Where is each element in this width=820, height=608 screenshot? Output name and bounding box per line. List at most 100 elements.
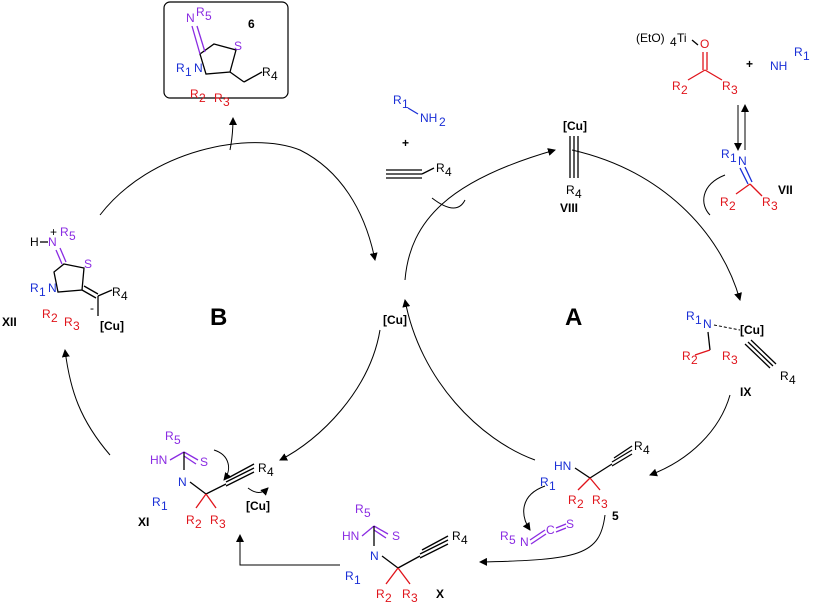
p5-R1-sub: 1	[549, 479, 556, 493]
catalyst-center: [Cu]	[383, 313, 407, 327]
intermediate-XI: R 5 HN S N R 1 R 4 [Cu] R 2 R 3 XI	[138, 429, 274, 531]
IX-R1: R	[686, 309, 695, 323]
ketone-R3: R	[722, 79, 731, 93]
XII-R2-sub: 2	[51, 311, 58, 325]
itc-N: N	[520, 535, 529, 549]
cycle-b-bottom-left-arc	[61, 349, 111, 456]
XI-R5-sub: 5	[174, 433, 181, 447]
cycle-b-bottom-right-arc	[279, 329, 381, 461]
XI-N: N	[178, 475, 187, 489]
reagent-NH2: NH	[420, 111, 437, 125]
X-R2-sub: 2	[385, 591, 392, 605]
p5-N-C-bond	[574, 467, 591, 479]
IX-R3: R	[722, 349, 731, 363]
X-triple-2	[419, 543, 449, 559]
XII-N: N	[48, 235, 57, 249]
XII-H: H	[30, 235, 39, 249]
reagent-alkyne-r4-bond	[421, 167, 435, 175]
X-R1: R	[345, 569, 354, 583]
itc-R5-sub: 5	[509, 533, 516, 547]
XII-R5: R	[60, 225, 69, 239]
itc-C: C	[546, 523, 555, 537]
XII-R1: R	[30, 281, 39, 295]
XII-charge: -	[90, 301, 94, 315]
XII-N1: N	[48, 281, 57, 295]
XII-R4: R	[112, 285, 121, 299]
XI-HN: HN	[150, 453, 167, 467]
cycle-a-label: A	[565, 304, 582, 331]
itc-NC-2	[530, 533, 547, 545]
XI-triple-3	[227, 463, 255, 479]
arrow-X-to-XI	[236, 534, 340, 566]
XI-R4: R	[258, 461, 267, 475]
reagent-plus: +	[402, 136, 409, 150]
XI-HN-C-bond	[169, 451, 185, 461]
product-6-R5: R	[196, 5, 205, 19]
ketone-R2-sub: 2	[681, 83, 688, 97]
XI-cu-arrow	[247, 487, 269, 496]
p5-R3-bond	[589, 477, 601, 491]
p5-label: 5	[612, 509, 619, 523]
XII-imine-2	[59, 247, 67, 263]
product-6-R2: R	[190, 87, 199, 101]
VII-label: VII	[778, 183, 793, 197]
ti-O-bond	[691, 39, 699, 46]
XII-R2: R	[42, 307, 51, 321]
VII-CN-2	[744, 166, 753, 183]
cycle-b-label: B	[210, 304, 227, 331]
reagent-amine-bond	[407, 107, 419, 115]
reagent-R4: R	[436, 161, 445, 175]
X-N: N	[370, 549, 379, 563]
X-R3: R	[402, 587, 411, 601]
p5-R1: R	[540, 475, 549, 489]
product-6-R2-sub: 2	[199, 91, 206, 105]
product-6-R3-sub: 3	[223, 95, 230, 109]
VII-R1: R	[721, 147, 730, 161]
X-HN: HN	[342, 529, 359, 543]
reagent-amine-alkyne: R 1 NH 2 + R 4	[386, 93, 452, 179]
IX-label: IX	[740, 385, 751, 399]
XI-R3-bond	[205, 493, 217, 509]
XII-R5-sub: 5	[69, 229, 76, 243]
p5-R2-bond	[577, 477, 591, 491]
IX-triple-3	[750, 339, 777, 365]
X-R5-sub: 5	[364, 506, 371, 520]
itc-attack-arrow	[522, 485, 546, 531]
XI-triple-1	[225, 467, 255, 483]
XI-S: S	[200, 455, 208, 469]
product-6-R5-sub: 5	[205, 9, 212, 23]
X-CS-1	[373, 525, 389, 535]
VII-CN-1	[739, 167, 749, 185]
IX-R2-bond	[694, 349, 711, 356]
XII-ring	[53, 263, 85, 293]
p5-triple-1	[611, 449, 633, 463]
IX-R4-sub: 4	[789, 373, 796, 387]
product-6-R1: R	[176, 61, 185, 75]
X-triple-1	[419, 539, 449, 555]
product-6-R3: R	[214, 91, 223, 105]
product-6-N1: N	[194, 61, 203, 75]
itc-R5: R	[500, 529, 509, 543]
arrow-to-product-6	[228, 117, 237, 151]
p5-R3-sub: 3	[601, 497, 608, 511]
XI-N-C-bond	[189, 481, 207, 495]
XII-N-charge: +	[50, 225, 57, 239]
intermediate-VII: R 1 N R 2 R 3 VII	[720, 147, 793, 213]
VIII-R4: R	[566, 183, 575, 197]
X-R2-bond	[385, 567, 399, 585]
XI-cyclize-arrow	[213, 449, 232, 481]
XII-exo-1	[81, 289, 97, 299]
product-6-N: N	[186, 11, 195, 25]
amine-H2N: NH	[770, 59, 787, 73]
X-S: S	[392, 529, 400, 543]
XII-R3-sub: 3	[73, 319, 80, 333]
X-C-triple-bond	[397, 555, 421, 569]
product-6-box	[163, 1, 289, 99]
reagent-NH2-sub: 2	[439, 115, 446, 129]
XI-R1-sub: 1	[161, 499, 168, 513]
product-6-S: S	[234, 39, 242, 53]
XI-R4-sub: 4	[267, 465, 274, 479]
XII-S: S	[84, 257, 92, 271]
VIII-Cu: [Cu]	[563, 119, 587, 133]
product-6-exo-bond	[229, 71, 245, 83]
